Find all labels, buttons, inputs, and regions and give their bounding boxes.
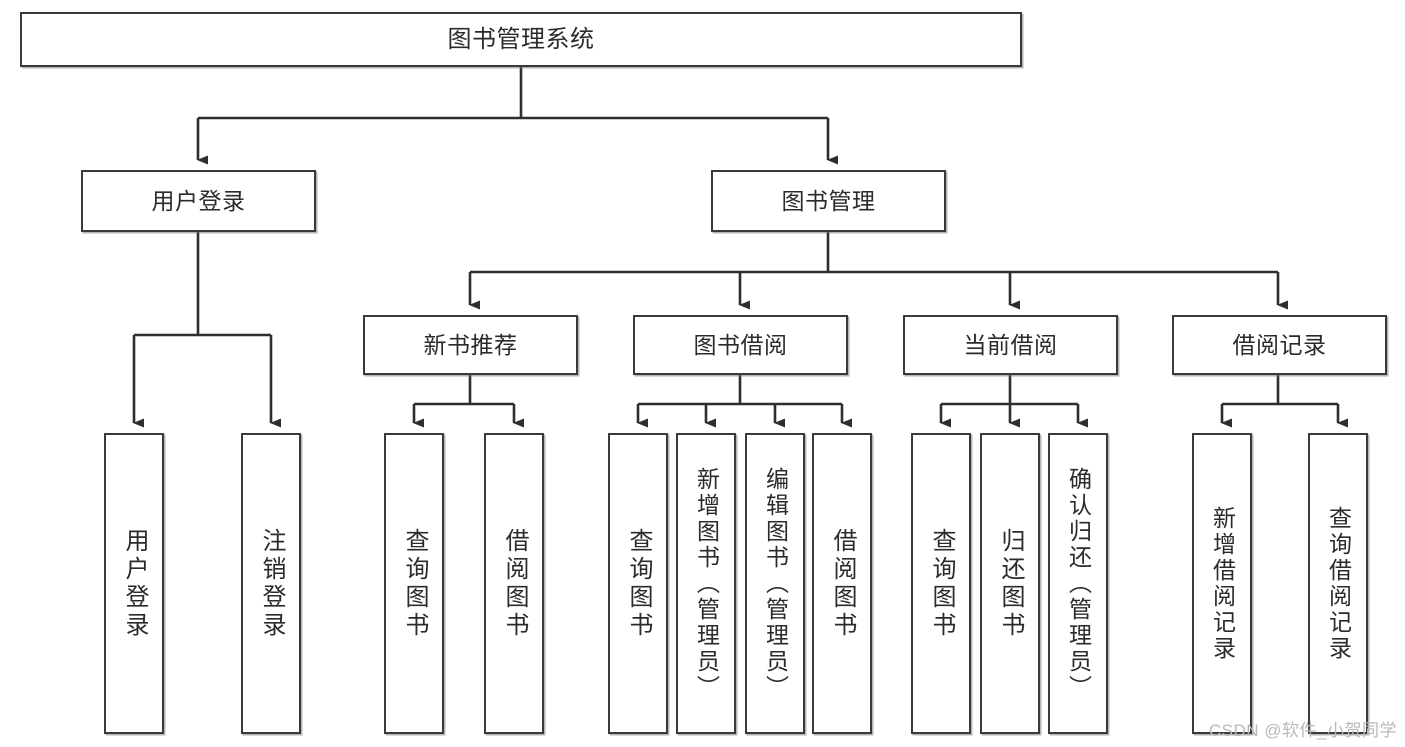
- node-leaf-borrow-book-1[interactable]: 借阅图书: [484, 433, 544, 734]
- node-new-book-recommend-label: 新书推荐: [423, 331, 518, 358]
- node-leaf-edit-book[interactable]: 编辑图书（管理员）: [745, 433, 805, 734]
- node-leaf-user-login[interactable]: 用户登录: [104, 433, 164, 734]
- node-user-login-label: 用户登录: [151, 187, 246, 214]
- node-root-label: 图书管理系统: [447, 25, 595, 53]
- node-leaf-add-book[interactable]: 新增图书（管理员）: [676, 433, 736, 734]
- node-leaf-query-book-3-label: 查询图书: [928, 527, 955, 640]
- node-borrow-record-label: 借阅记录: [1232, 331, 1327, 358]
- node-leaf-query-record[interactable]: 查询借阅记录: [1308, 433, 1368, 734]
- node-current-borrow-label: 当前借阅: [963, 331, 1058, 358]
- node-leaf-borrow-book-1-label: 借阅图书: [501, 527, 528, 640]
- node-book-borrow-label: 图书借阅: [693, 331, 788, 358]
- node-leaf-add-record[interactable]: 新增借阅记录: [1192, 433, 1252, 734]
- node-leaf-return-book[interactable]: 归还图书: [980, 433, 1040, 734]
- node-borrow-record[interactable]: 借阅记录: [1172, 315, 1387, 375]
- node-leaf-logout-login-label: 注销登录: [258, 527, 285, 640]
- node-leaf-borrow-book-2-label: 借阅图书: [829, 527, 856, 640]
- node-book-manage-label: 图书管理: [781, 187, 876, 214]
- node-leaf-query-book-1[interactable]: 查询图书: [384, 433, 444, 734]
- node-leaf-query-book-2-label: 查询图书: [625, 527, 652, 640]
- node-leaf-borrow-book-2[interactable]: 借阅图书: [812, 433, 872, 734]
- node-leaf-add-book-label: 新增图书（管理员）: [693, 466, 720, 701]
- node-leaf-query-book-2[interactable]: 查询图书: [608, 433, 668, 734]
- node-leaf-query-book-3[interactable]: 查询图书: [911, 433, 971, 734]
- node-leaf-confirm-return-label: 确认归还（管理员）: [1065, 466, 1092, 701]
- node-root-system[interactable]: 图书管理系统: [20, 12, 1022, 67]
- node-book-manage[interactable]: 图书管理: [711, 170, 946, 232]
- node-leaf-add-record-label: 新增借阅记录: [1209, 505, 1236, 662]
- node-new-book-recommend[interactable]: 新书推荐: [363, 315, 578, 375]
- node-leaf-logout-login[interactable]: 注销登录: [241, 433, 301, 734]
- node-current-borrow[interactable]: 当前借阅: [903, 315, 1118, 375]
- node-leaf-return-book-label: 归还图书: [997, 527, 1024, 640]
- node-leaf-query-book-1-label: 查询图书: [401, 527, 428, 640]
- node-book-borrow[interactable]: 图书借阅: [633, 315, 848, 375]
- node-leaf-query-record-label: 查询借阅记录: [1325, 505, 1352, 662]
- node-user-login[interactable]: 用户登录: [81, 170, 316, 232]
- node-leaf-edit-book-label: 编辑图书（管理员）: [762, 466, 789, 701]
- node-leaf-confirm-return[interactable]: 确认归还（管理员）: [1048, 433, 1108, 734]
- node-leaf-user-login-label: 用户登录: [121, 527, 148, 640]
- csdn-watermark: CSDN @软件_小贺同学: [1208, 721, 1397, 740]
